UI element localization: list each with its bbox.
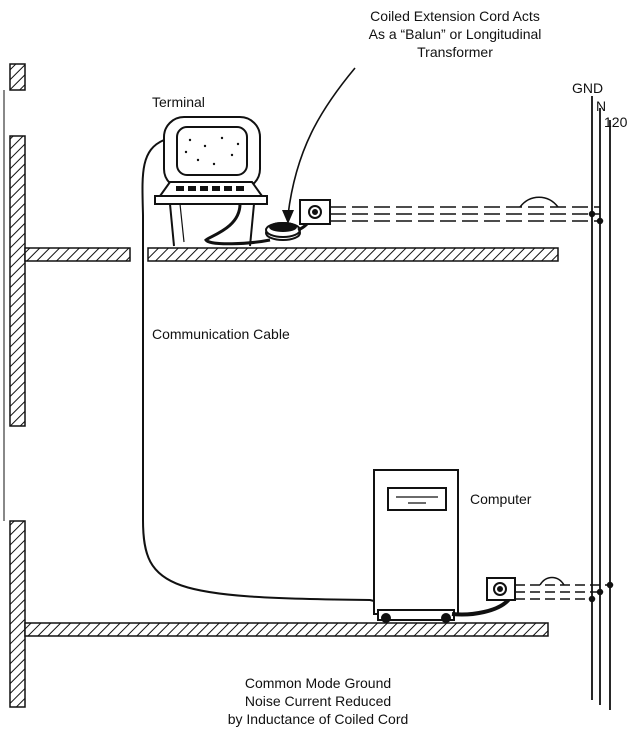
terminal-power-cord	[204, 203, 271, 246]
line-120-label: 120	[604, 114, 628, 130]
caption-line3: by Inductance of Coiled Cord	[227, 711, 409, 727]
upper-floor-left	[24, 247, 131, 262]
wall-segment-top	[9, 63, 26, 91]
communication-cable-label: Communication Cable	[152, 326, 290, 342]
lower-outlet-icon	[486, 577, 516, 601]
lower-wiring	[515, 576, 614, 603]
communication-cable	[141, 139, 379, 603]
callout-arrowhead	[282, 210, 294, 224]
callout-arrow	[287, 67, 356, 216]
computer-power-cord	[451, 596, 512, 617]
terminal-screen	[176, 126, 248, 176]
wall-segment-lower	[9, 520, 26, 708]
gnd-label: GND	[572, 80, 604, 96]
computer-label: Computer	[470, 491, 532, 507]
coiled-cord-label-line1: Coiled Extension Cord Acts	[370, 8, 540, 24]
caption-line2: Noise Current Reduced	[244, 693, 392, 709]
caption-line1: Common Mode Ground	[244, 675, 392, 691]
computer-icon	[373, 469, 459, 623]
neutral-label: N	[596, 98, 607, 114]
terminal-table-top	[154, 195, 268, 205]
upper-floor	[24, 247, 559, 262]
coiled-cord-label-line2: As a “Balun” or Longitudinal	[368, 26, 542, 42]
upper-floor-right	[147, 247, 559, 262]
computer-panel	[387, 487, 447, 511]
terminal-icon	[154, 116, 268, 247]
supply-lines	[591, 96, 611, 710]
upper-outlet-icon	[299, 199, 331, 225]
coiled-cord-label-line3: Transformer	[417, 44, 493, 60]
terminal-label: Terminal	[152, 94, 205, 110]
wall	[3, 63, 26, 708]
coiled-cord-icon	[265, 222, 301, 241]
lower-floor	[24, 622, 549, 637]
upper-wiring	[330, 196, 604, 225]
wall-segment-upper	[9, 135, 26, 427]
terminal-keyboard	[158, 181, 264, 197]
